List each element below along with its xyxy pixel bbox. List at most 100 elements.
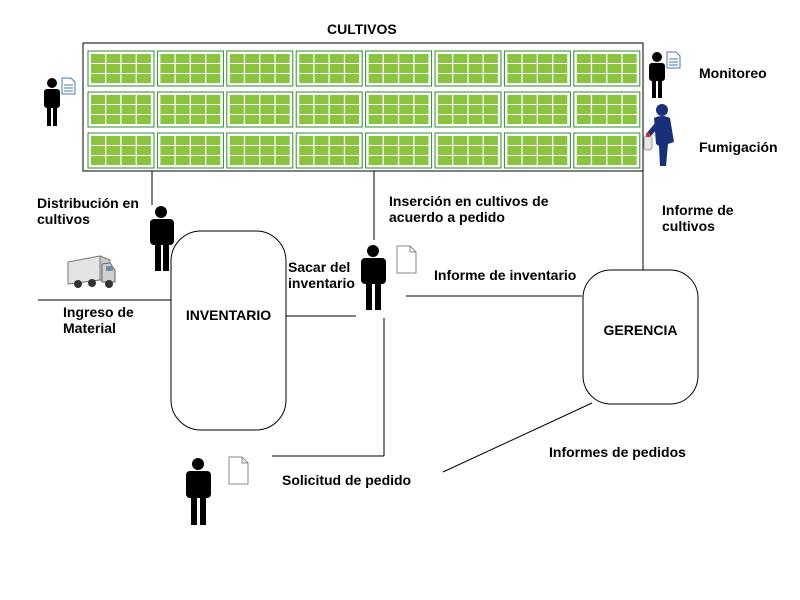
- crop-cell: [245, 156, 260, 165]
- crop-cell: [121, 156, 136, 165]
- crop-cell: [345, 136, 360, 145]
- crop-plot: [226, 50, 294, 87]
- crop-cell: [468, 136, 483, 145]
- crop-plot: [87, 50, 155, 87]
- crop-cell: [206, 54, 221, 63]
- crop-cell: [121, 146, 136, 155]
- crop-cell: [106, 74, 121, 83]
- crop-cell: [522, 136, 537, 145]
- crop-cell: [229, 146, 244, 155]
- crop-cell: [275, 74, 290, 83]
- crop-cell: [383, 74, 398, 83]
- crop-cell: [345, 115, 360, 124]
- crop-cell: [468, 54, 483, 63]
- crop-cell: [191, 146, 205, 155]
- crop-cell: [275, 105, 290, 114]
- crop-cell: [383, 115, 398, 124]
- label-informe-inventario: Informe de inventario: [434, 267, 577, 283]
- crop-cell: [507, 54, 522, 63]
- crop-cell: [136, 136, 151, 145]
- label-distribucion: Distribución en cultivos: [37, 195, 139, 227]
- crop-cell: [245, 136, 260, 145]
- crop-cell: [538, 146, 552, 155]
- crop-cell: [507, 64, 522, 73]
- crop-cell: [245, 54, 260, 63]
- crop-cell: [522, 95, 537, 104]
- crop-cell: [607, 95, 622, 104]
- crop-cell: [275, 136, 290, 145]
- crop-cell: [622, 136, 637, 145]
- crop-cell: [275, 156, 290, 165]
- crop-cell: [260, 115, 275, 124]
- crop-cell: [399, 54, 414, 63]
- crop-cell: [622, 115, 637, 124]
- crop-cell: [191, 54, 205, 63]
- crop-cell: [522, 64, 537, 73]
- crop-cell: [383, 105, 398, 114]
- crop-cell: [91, 146, 105, 155]
- crop-cell: [553, 105, 568, 114]
- document-icon-sacar: [396, 245, 417, 274]
- crop-cell: [368, 146, 383, 155]
- crop-cell: [329, 54, 344, 63]
- crop-cell: [160, 156, 175, 165]
- crop-plot: [434, 50, 502, 87]
- crop-plot: [434, 91, 502, 128]
- crop-cell: [383, 95, 398, 104]
- crop-cell: [206, 156, 221, 165]
- crop-cell: [553, 146, 568, 155]
- crop-cell: [136, 156, 151, 165]
- crop-cell: [438, 156, 452, 165]
- crop-cell: [260, 64, 275, 73]
- crop-cell: [576, 74, 591, 83]
- crop-cell: [175, 136, 190, 145]
- crop-cell: [299, 146, 314, 155]
- crop-cell: [553, 156, 568, 165]
- crop-cell: [245, 74, 260, 83]
- crop-cell: [106, 156, 121, 165]
- crop-plot: [365, 132, 433, 169]
- crop-cell: [576, 105, 591, 114]
- crop-cell: [121, 74, 136, 83]
- label-sacar: Sacar del inventario: [288, 259, 355, 291]
- crop-cell: [314, 95, 329, 104]
- crop-cell: [314, 64, 329, 73]
- crop-cell: [191, 64, 205, 73]
- crop-cell: [438, 74, 452, 83]
- crop-cell: [453, 64, 468, 73]
- crop-plot: [87, 91, 155, 128]
- crop-cell: [383, 54, 398, 63]
- crop-cell: [136, 146, 151, 155]
- person-icon-solicitud: [186, 458, 211, 525]
- crop-cell: [299, 136, 314, 145]
- crop-cell: [438, 136, 452, 145]
- person-icon-distribucion: [150, 206, 174, 271]
- crop-cell: [91, 54, 105, 63]
- label-monitoreo: Monitoreo: [699, 65, 767, 81]
- crop-cell: [538, 136, 552, 145]
- crop-cell: [314, 105, 329, 114]
- crop-cell: [399, 64, 414, 73]
- crop-cell: [607, 115, 622, 124]
- crop-cell: [91, 156, 105, 165]
- node-gerencia-label: GERENCIA: [603, 322, 678, 338]
- crop-cell: [229, 105, 244, 114]
- crop-cell: [576, 64, 591, 73]
- crop-cell: [607, 146, 622, 155]
- crop-cell: [275, 115, 290, 124]
- crop-cell: [414, 95, 429, 104]
- crop-cell: [538, 115, 552, 124]
- crop-cell: [260, 156, 275, 165]
- crop-cell: [106, 105, 121, 114]
- crop-cell: [121, 136, 136, 145]
- crop-cell: [383, 146, 398, 155]
- crop-cell: [299, 74, 314, 83]
- crop-cell: [507, 74, 522, 83]
- crop-cell: [622, 54, 637, 63]
- crop-cell: [206, 136, 221, 145]
- crop-cell: [576, 115, 591, 124]
- document-icon-solicitud: [228, 456, 249, 485]
- crop-cell: [106, 64, 121, 73]
- crop-cell: [507, 156, 522, 165]
- crop-cell: [206, 95, 221, 104]
